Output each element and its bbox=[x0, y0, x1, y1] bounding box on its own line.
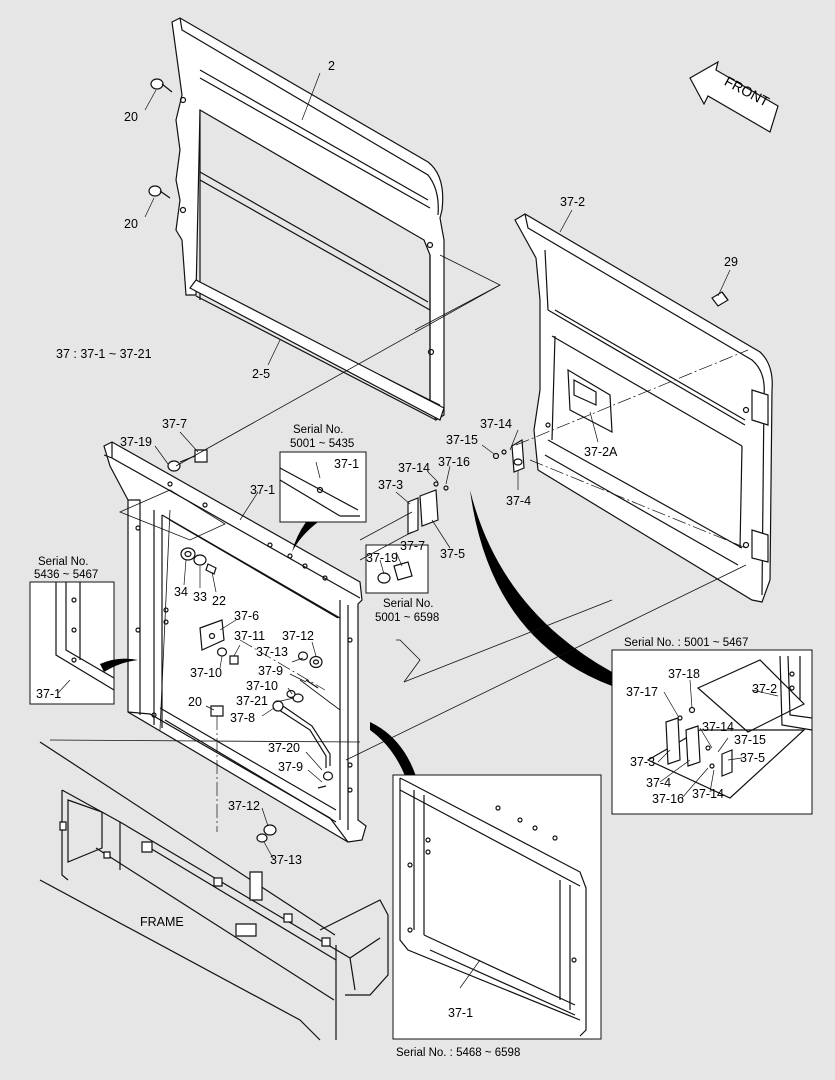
phantom-lines bbox=[49, 254, 749, 761]
serial-5001-6598-range: 5001 ~ 6598 bbox=[375, 612, 439, 624]
part-labels: 2 20 20 2-5 37-2 29 37-2A 37 : 37-1 ~ 37… bbox=[36, 59, 777, 1020]
hardware-37-9-37-10-37-21 bbox=[286, 679, 334, 789]
serial-5001-5467-label: Serial No. : 5001 ~ 5467 bbox=[624, 637, 748, 649]
door-panel-37-2 bbox=[514, 213, 773, 603]
serial-5001-6598-title: Serial No. bbox=[383, 598, 434, 610]
label-2: 2 bbox=[328, 59, 335, 73]
callout-pointer-2 bbox=[100, 658, 138, 672]
rod-37-8 bbox=[272, 700, 331, 768]
label-37-4-inset: 37-4 bbox=[646, 776, 671, 790]
label-37-16-inset: 37-16 bbox=[652, 792, 684, 806]
label-37-15-top: 37-15 bbox=[446, 433, 478, 447]
bolt-20-lower bbox=[148, 185, 171, 199]
label-37-9-mid: 37-9 bbox=[258, 664, 283, 678]
label-37-2-inset: 37-2 bbox=[752, 682, 777, 696]
label-20-center: 20 bbox=[188, 695, 202, 709]
bolt-20-center bbox=[210, 705, 224, 832]
label-37-3-mid: 37-3 bbox=[378, 478, 403, 492]
label-2-5: 2-5 bbox=[252, 367, 270, 381]
label-37-1-inset-bottom: 37-1 bbox=[448, 1006, 473, 1020]
inset-serial-5001-5435: Serial No. 5001 ~ 5435 bbox=[279, 424, 367, 523]
front-direction-arrow: FRONT bbox=[689, 60, 779, 133]
label-29: 29 bbox=[724, 255, 738, 269]
serial-5001-5435-range: 5001 ~ 5435 bbox=[290, 438, 354, 450]
label-37-13-lower: 37-13 bbox=[270, 853, 302, 867]
label-37-7-left: 37-7 bbox=[162, 417, 187, 431]
bolt-20-upper bbox=[150, 78, 173, 93]
serial-5436-5467-range: 5436 ~ 5467 bbox=[34, 569, 98, 581]
leader-lines bbox=[57, 72, 779, 989]
label-37-1-inset-top: 37-1 bbox=[334, 457, 359, 471]
label-37-17: 37-17 bbox=[626, 685, 658, 699]
label-37-3-inset: 37-3 bbox=[630, 755, 655, 769]
hardware-37-12-37-13 bbox=[297, 651, 323, 669]
label-37-10-mid: 37-10 bbox=[246, 679, 278, 693]
callout-pointer-1 bbox=[292, 522, 318, 552]
bolt-37-7-left bbox=[179, 449, 208, 463]
label-37-16-mid: 37-16 bbox=[438, 455, 470, 469]
legend-37-range: 37 : 37-1 ~ 37-21 bbox=[56, 347, 152, 361]
label-37-1-main: 37-1 bbox=[250, 483, 275, 497]
nut-37-19-left bbox=[167, 460, 181, 472]
label-20-lower: 20 bbox=[124, 217, 138, 231]
label-37-11: 37-11 bbox=[234, 629, 265, 643]
bolt-29 bbox=[711, 291, 729, 307]
label-37-4-top: 37-4 bbox=[506, 494, 531, 508]
label-37-14-top: 37-14 bbox=[480, 417, 512, 431]
label-37-12-lower: 37-12 bbox=[228, 799, 260, 813]
inset-serial-5436-5467: Serial No. 5436 ~ 5467 bbox=[29, 556, 115, 705]
callout-pointer-4 bbox=[370, 722, 420, 790]
label-37-2A: 37-2A bbox=[584, 445, 618, 459]
label-frame: FRAME bbox=[140, 915, 184, 929]
hardware-37-11-37-10 bbox=[216, 647, 239, 665]
label-37-15-inset: 37-15 bbox=[734, 733, 766, 747]
label-37-9-lower: 37-9 bbox=[278, 760, 303, 774]
washers-34-33-22 bbox=[180, 547, 217, 575]
inset-serial-5001-6598: Serial No. 5001 ~ 6598 bbox=[365, 544, 439, 624]
label-37-14-mid: 37-14 bbox=[398, 461, 430, 475]
callout-pointer-3 bbox=[470, 490, 612, 686]
hinge-37-4-37-3-37-5 bbox=[407, 438, 525, 535]
serial-5436-5467-title: Serial No. bbox=[38, 556, 89, 568]
inset-serial-5468-6598: Serial No. : 5468 ~ 6598 bbox=[392, 774, 602, 1059]
bracket-37-6 bbox=[199, 619, 225, 651]
label-37-14-inset-bottom: 37-14 bbox=[692, 787, 724, 801]
label-37-12-mid: 37-12 bbox=[282, 629, 314, 643]
label-37-6: 37-6 bbox=[234, 609, 259, 623]
serial-5468-6598-label: Serial No. : 5468 ~ 6598 bbox=[396, 1047, 520, 1059]
label-34: 34 bbox=[174, 585, 188, 599]
label-37-5-inset: 37-5 bbox=[740, 751, 765, 765]
label-37-1-inset-left: 37-1 bbox=[36, 687, 61, 701]
washer-37-12-37-13-lower bbox=[256, 824, 277, 843]
label-37-14-inset-top: 37-14 bbox=[702, 720, 734, 734]
label-37-2: 37-2 bbox=[560, 195, 585, 209]
label-37-19-inset: 37-19 bbox=[366, 551, 398, 565]
label-37-21: 37-21 bbox=[236, 694, 268, 708]
label-33: 33 bbox=[193, 590, 207, 604]
label-22: 22 bbox=[212, 594, 226, 608]
label-37-18: 37-18 bbox=[668, 667, 700, 681]
cover-panel-2 bbox=[171, 17, 445, 421]
label-37-13-mid: 37-13 bbox=[256, 645, 288, 659]
label-37-7-inset: 37-7 bbox=[400, 539, 425, 553]
label-37-19-left: 37-19 bbox=[120, 435, 152, 449]
label-20-upper: 20 bbox=[124, 110, 138, 124]
serial-5001-5435-title: Serial No. bbox=[293, 424, 344, 436]
label-37-20: 37-20 bbox=[268, 741, 300, 755]
label-37-8: 37-8 bbox=[230, 711, 255, 725]
label-37-10-left: 37-10 bbox=[190, 666, 222, 680]
machine-frame-base bbox=[39, 741, 389, 1041]
label-37-5-mid: 37-5 bbox=[440, 547, 465, 561]
inset-serial-5001-5467: Serial No. : 5001 ~ 5467 bbox=[611, 637, 813, 815]
